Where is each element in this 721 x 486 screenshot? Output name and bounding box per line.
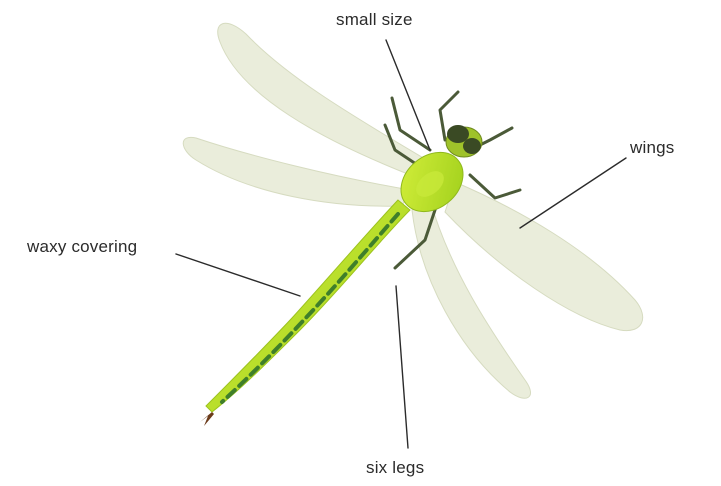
head [446,125,482,157]
callout-line-small-size [386,40,430,150]
label-small-size: small size [336,10,413,30]
callout-line-wings [520,158,626,228]
callout-line-waxy-covering [176,254,300,296]
callout-line-six-legs [396,286,408,448]
label-wings: wings [630,138,674,158]
label-waxy-covering: waxy covering [27,237,137,257]
wings [183,23,642,398]
abdomen [200,200,410,426]
label-six-legs: six legs [366,458,424,478]
